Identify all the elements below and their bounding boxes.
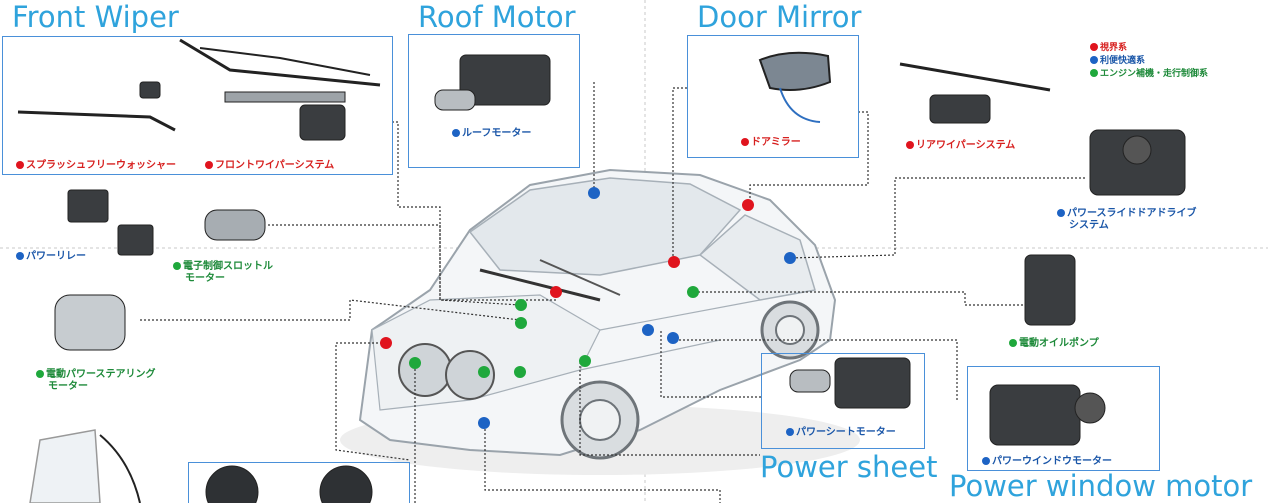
blue-dot-icon <box>1090 56 1098 64</box>
title-power-window-motor: Power window motor <box>949 469 1253 503</box>
label-eps-motor: 電動パワーステアリングモーター <box>36 369 156 393</box>
label-power-slide-door: パワースライドドアドライブシステム <box>1057 208 1197 232</box>
label-electric-oil-pump: 電動オイルポンプ <box>1009 338 1099 350</box>
component-drawings <box>17 38 1186 503</box>
frame-power-window-motor <box>967 366 1160 471</box>
label-roof-motor: ルーフモーター <box>452 128 531 140</box>
frame-door-mirror <box>687 35 859 158</box>
blue-dot-icon <box>1057 209 1065 217</box>
blue-dot-icon <box>982 457 990 465</box>
red-dot-icon <box>741 138 749 146</box>
label-rear-wiper-system: リアワイパーシステム <box>906 140 1015 152</box>
title-door-mirror: Door Mirror <box>697 0 862 34</box>
green-dot-icon <box>36 370 44 378</box>
red-dot-icon <box>906 141 914 149</box>
title-roof-motor: Roof Motor <box>418 0 576 34</box>
component-dots <box>380 187 796 429</box>
legend-item-visibility: 視界系 <box>1090 42 1208 55</box>
car-illustration <box>340 168 860 475</box>
label-power-seat-motor: パワーシートモーター <box>786 427 896 439</box>
blue-dot-icon <box>452 129 460 137</box>
label-throttle-motor: 電子制御スロットルモーター <box>173 261 273 285</box>
red-dot-icon <box>205 161 213 169</box>
frame-front-wiper <box>2 36 393 175</box>
green-dot-icon <box>1009 339 1017 347</box>
label-splash-free-washer: スプラッシュフリーウォッシャー <box>16 160 176 172</box>
frame-cooling-fan <box>188 462 410 503</box>
green-dot-icon <box>173 262 181 270</box>
leader-lines <box>140 82 1085 503</box>
title-front-wiper: Front Wiper <box>12 0 179 34</box>
label-power-relay: パワーリレー <box>16 251 86 263</box>
blue-dot-icon <box>786 428 794 436</box>
frame-roof-motor <box>408 34 580 168</box>
green-dot-icon <box>1090 69 1098 77</box>
title-power-sheet: Power sheet <box>760 450 938 484</box>
frame-power-seat-motor <box>761 353 925 449</box>
label-front-wiper-system: フロントワイパーシステム <box>205 160 334 172</box>
blue-dot-icon <box>16 252 24 260</box>
category-legend: 視界系 利便快適系 エンジン補機・走行制御系 <box>1090 42 1208 81</box>
legend-item-engine: エンジン補機・走行制御系 <box>1090 68 1208 81</box>
red-dot-icon <box>1090 43 1098 51</box>
red-dot-icon <box>16 161 24 169</box>
label-power-window-motor: パワーウインドウモーター <box>982 456 1112 468</box>
label-door-mirror: ドアミラー <box>741 137 801 149</box>
legend-item-comfort: 利便快適系 <box>1090 55 1208 68</box>
